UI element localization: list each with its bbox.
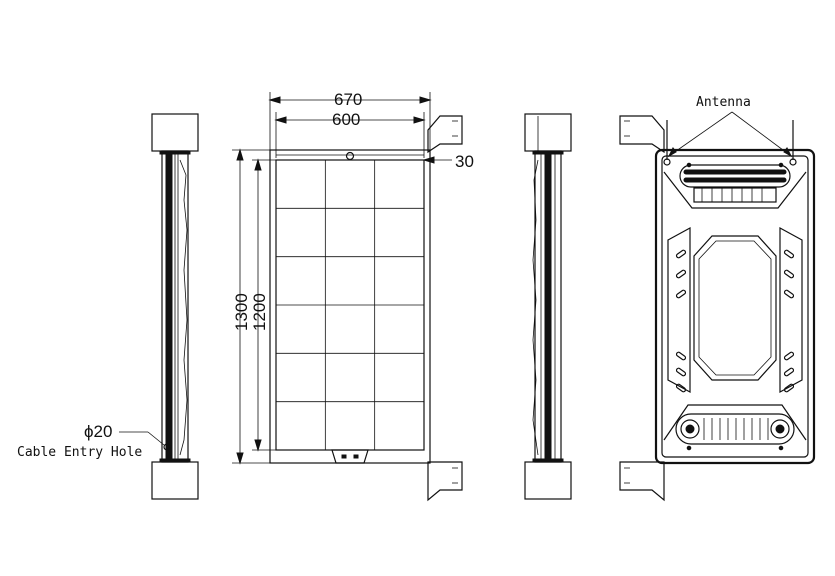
overall-height-label: 1300 xyxy=(232,293,251,331)
bottom-strut xyxy=(663,404,807,441)
left-rib xyxy=(667,226,691,394)
side-profile-rail xyxy=(165,152,173,461)
side-top-cap xyxy=(159,150,191,155)
bottom-latch xyxy=(331,449,369,464)
cable-entry-hole xyxy=(163,443,171,451)
right-bottom-mount-block xyxy=(524,461,572,500)
top-latch-icon xyxy=(345,151,355,161)
top-mount-block xyxy=(151,113,199,152)
center-window xyxy=(693,235,777,381)
bottom-battery-module xyxy=(675,413,795,445)
side-bottom-cap xyxy=(159,458,191,463)
overall-width-label: 670 xyxy=(334,90,362,109)
left-side-view xyxy=(151,113,199,500)
right-side-top-cap xyxy=(532,150,564,155)
latch-slot-right xyxy=(353,454,359,459)
cable-entry-callout: ϕ20 Cable Entry Hole xyxy=(17,422,165,460)
bottom-right-bracket xyxy=(427,461,463,502)
rear-bottom-bracket xyxy=(619,461,665,502)
right-side-rail xyxy=(544,152,552,461)
frame-outer xyxy=(269,149,431,464)
frame-thickness-label: 30 xyxy=(455,152,474,171)
rear-housing xyxy=(654,148,816,465)
top-connector-block xyxy=(693,187,777,203)
bottom-right-port xyxy=(770,419,790,439)
dim-overall-height: 1300 xyxy=(232,148,270,465)
panel-height-label: 1200 xyxy=(250,293,269,331)
hole-diameter-label: ϕ20 xyxy=(84,422,112,441)
right-side-view xyxy=(524,113,572,500)
top-right-bracket xyxy=(427,115,463,154)
top-connector-pins xyxy=(701,188,763,202)
latch-slot-left xyxy=(341,454,347,459)
dim-frame-thickness: 30 xyxy=(406,152,474,171)
top-strut xyxy=(663,171,807,209)
right-vent-slots xyxy=(783,249,795,393)
front-view xyxy=(269,115,463,502)
bottom-left-port xyxy=(680,419,700,439)
rear-top-bracket xyxy=(619,115,665,154)
rear-view xyxy=(619,115,816,502)
right-top-mount-block xyxy=(524,113,572,152)
cable-entry-label: Cable Entry Hole xyxy=(17,445,142,460)
right-side-bottom-cap xyxy=(532,458,564,463)
bottom-fins xyxy=(703,418,769,440)
bottom-mount-block xyxy=(151,461,199,500)
antenna-callout: Antenna xyxy=(667,95,793,158)
panel-grid xyxy=(276,160,424,450)
dim-overall-width: 670 xyxy=(268,90,432,150)
dim-panel-width: 600 xyxy=(274,110,426,158)
antenna-label: Antenna xyxy=(696,95,751,110)
panel-width-label: 600 xyxy=(332,110,360,129)
top-battery-module xyxy=(679,164,791,188)
rear-housing-inner xyxy=(661,155,809,458)
right-rib xyxy=(779,226,803,394)
dim-panel-height: 1200 xyxy=(250,158,276,452)
left-vent-slots xyxy=(675,249,687,393)
